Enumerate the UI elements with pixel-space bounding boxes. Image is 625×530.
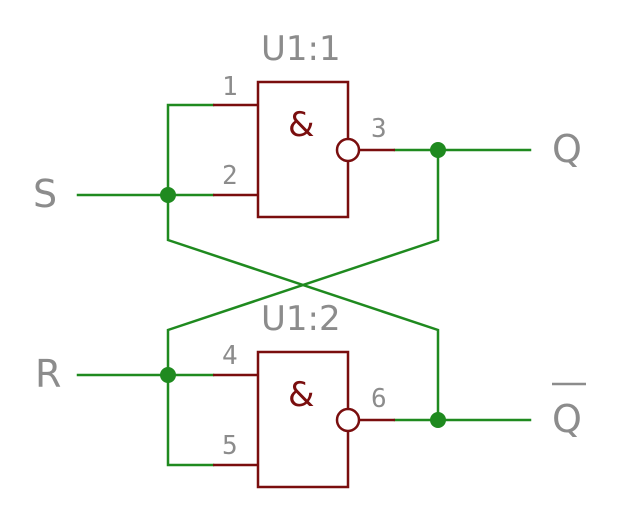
gate-u1-2-inverter-bubble [335,407,361,433]
gate-u1-2-body [256,350,350,489]
gate-u1-2-pin-b: 5 [222,431,238,461]
net-label-q-bar: Q [552,397,582,441]
gate-u1-1-pin-b: 2 [222,161,238,191]
gate-u1-2-symbol: & [288,375,315,415]
gate-u1-1-inverter-bubble [335,137,361,163]
gate-u1-1-pin-out: 3 [371,114,387,144]
gate-u1-2: & U1:2 4 5 6 [213,299,395,489]
junction-qbar [430,412,446,428]
wire-pin5-loop [166,373,215,467]
junction-s [160,187,176,203]
net-label-r: R [35,352,61,396]
wire-cross-q-to-r [166,148,440,377]
net-label-s: S [33,172,57,216]
gate-u1-1-body [256,80,350,219]
junction-r [160,367,176,383]
gate-u1-1-pin-a: 1 [222,72,238,102]
wire-pin1-loop [166,103,215,197]
gate-u1-2-pin-out: 6 [371,384,387,414]
wires [76,103,532,467]
gate-u1-1: & U1:1 1 2 3 [213,29,395,219]
junction-q [430,142,446,158]
gate-u1-1-symbol: & [288,105,315,145]
gate-u1-2-ref: U1:2 [261,299,341,339]
gate-u1-1-ref: U1:1 [261,29,341,69]
gate-u1-2-pin-a: 4 [222,341,238,371]
net-label-q: Q [552,127,582,171]
